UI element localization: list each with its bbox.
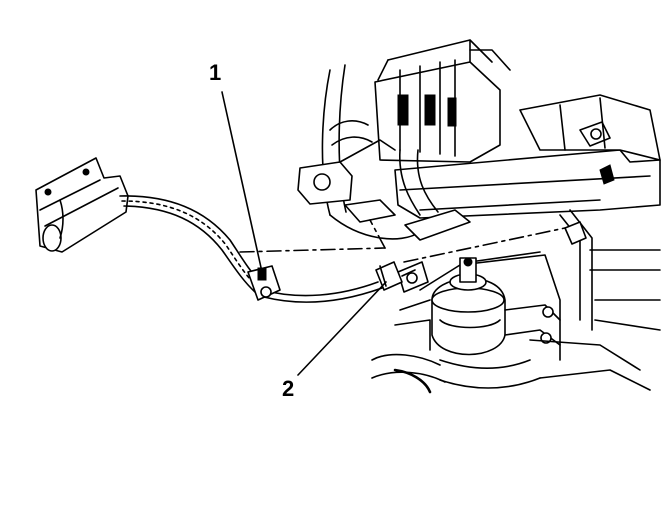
sensor-mount-bracket (35, 157, 129, 253)
callout-leaders (221, 91, 387, 376)
engine-compartment-assembly (297, 39, 661, 331)
callout-label-1: 1 (209, 60, 222, 85)
engine-mount-assembly (371, 251, 651, 394)
callout-label-2: 2 (282, 376, 295, 401)
wiring-harness (119, 195, 416, 303)
alignment-lines (239, 219, 566, 263)
